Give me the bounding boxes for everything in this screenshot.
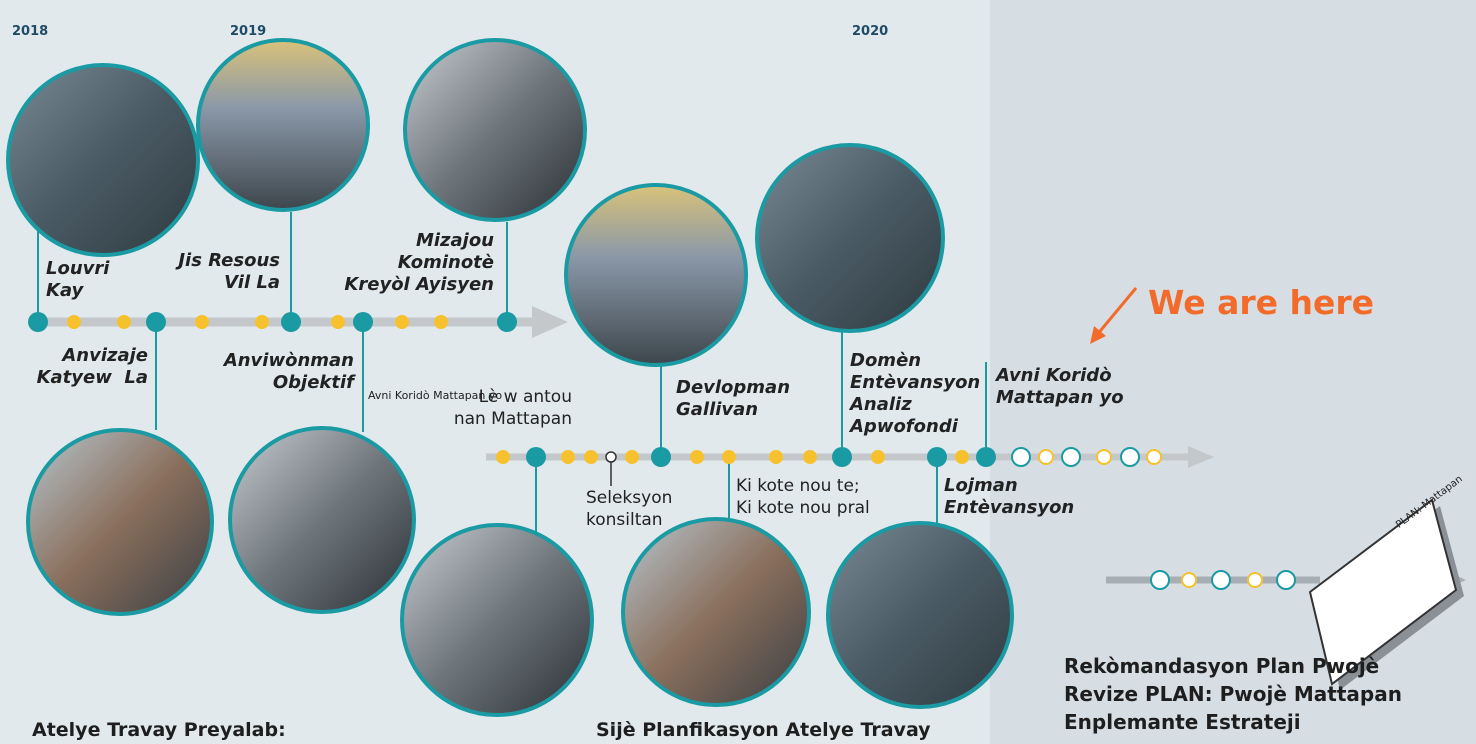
top-timeline-arrow [532, 306, 568, 338]
label-anvizaje: Anvizaje Katyew La [36, 345, 148, 388]
caption-atelye-preyalab: Atelye Travay Preyalab: [32, 719, 286, 741]
caption-sije-planfikasyon: Sijè Planfikasyon Atelye Travay [596, 719, 931, 741]
top-timeline-nodes [28, 312, 517, 332]
photo-mizajou [403, 38, 587, 222]
we-are-here-arrow [1090, 287, 1138, 344]
label-anviwonman: Anviwònman Objektif [223, 350, 354, 393]
plan-document-icon [1308, 498, 1464, 690]
photo-le-w-antou [400, 523, 594, 717]
photo-ki-kote [621, 517, 811, 707]
photo-lojman [826, 521, 1014, 709]
bottom-timeline-nodes [496, 447, 1162, 467]
label-ki-kote: Ki kote nou te; Ki kote nou pral [736, 476, 870, 518]
label-jis-resous: Jis Resous Vil La [178, 250, 280, 293]
label-le-w-antou: Lè w antou nan Mattapan [453, 387, 572, 429]
photo-devlopman [564, 183, 748, 367]
photo-louvri-kay [6, 63, 200, 257]
caption-recommendations: Rekòmandasyon Plan Pwojè Revize PLAN: Pw… [1064, 654, 1402, 734]
photo-anviwonman [228, 426, 416, 614]
photo-anvizaje [26, 428, 214, 616]
label-avni-korido-small: Avni Koridò Mattapan yo [368, 389, 503, 402]
future-timeline-nodes [1150, 570, 1296, 590]
bottom-timeline-arrow [1188, 446, 1214, 468]
photo-domen [755, 143, 945, 333]
label-mizajou: Mizajou Kominotè Kreyòl Ayisyen [344, 230, 494, 295]
label-louvri-kay: Louvri Kay [46, 258, 110, 301]
year-2019: 2019 [230, 24, 267, 39]
label-domen: Domèn Entèvansyon Analiz Apwofondi [850, 350, 981, 437]
label-seleksyon: Seleksyon konsiltan [586, 488, 673, 530]
photo-jis-resous [196, 38, 370, 212]
year-2020: 2020 [852, 24, 889, 39]
label-avni-korido: Avni Koridò Mattapan yo [996, 365, 1124, 408]
label-lojman: Lojman Entèvansyon [944, 475, 1075, 518]
label-devlopman: Devlopman Gallivan [676, 377, 791, 420]
year-2018: 2018 [12, 24, 49, 39]
we-are-here-label: We are here [1148, 283, 1375, 322]
